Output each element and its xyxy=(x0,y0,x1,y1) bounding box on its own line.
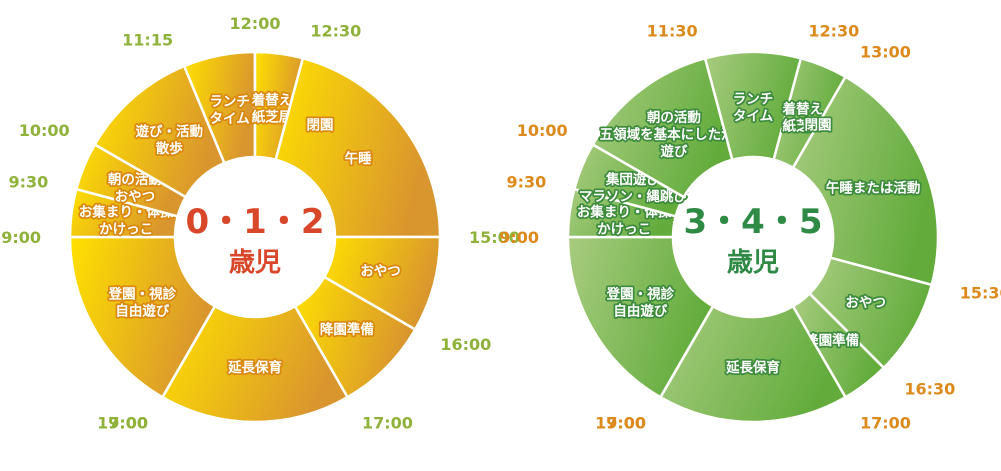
schedule-wheel-3-4-5: 登園・視診自由遊びお集まり・体操かけっこ集団遊びマラソン・縄跳び朝の活動五領域を… xyxy=(499,21,1001,432)
segment-label: 登園・視診 xyxy=(108,286,177,303)
segment-label: ランチ xyxy=(209,94,250,110)
time-label: 11:30 xyxy=(647,21,698,40)
segment-label: タイム xyxy=(733,109,773,125)
time-label: 7:00 xyxy=(108,413,148,432)
segment-label: 遊び xyxy=(660,143,687,160)
time-label: 7:00 xyxy=(606,413,646,432)
time-label: 12:00 xyxy=(230,14,281,33)
segment-label: 朝の活動 xyxy=(647,109,701,126)
time-label: 10:00 xyxy=(517,121,568,140)
segment-label: タイム xyxy=(210,111,250,127)
segment-label: 閉園 xyxy=(805,117,832,133)
time-label: 11:15 xyxy=(122,30,173,49)
segment-label: 紙芝居 xyxy=(252,109,293,126)
schedule-segment xyxy=(160,304,350,424)
segment-label: おやつ xyxy=(360,264,401,280)
segment-label: 登園・視診 xyxy=(606,286,675,303)
segment-label: かけっこ xyxy=(99,222,153,238)
segment-label: おやつ xyxy=(845,295,886,311)
center-subtitle: 歳児 xyxy=(229,248,281,278)
segment-label: 午睡 xyxy=(345,150,372,167)
segment-label: 着替え xyxy=(251,92,293,109)
segment-label: 閉園 xyxy=(307,117,334,133)
time-label: 19:00 xyxy=(595,413,646,432)
segment-label: 延長保育 xyxy=(725,359,780,376)
segment-label: ランチ xyxy=(733,92,774,108)
time-label: 15:30 xyxy=(960,283,1001,302)
segment-label: 午睡または活動 xyxy=(826,179,921,196)
segment-label: 降園準備 xyxy=(805,332,859,349)
center-subtitle: 歳児 xyxy=(727,248,779,278)
segment-label: 自由遊び xyxy=(115,303,169,320)
time-label: 13:00 xyxy=(860,43,911,62)
segment-label: 降園準備 xyxy=(320,321,374,338)
schedule-wheel-0-1-2: 登園・視診自由遊びお集まり・体操かけっこ朝の活動おやつ遊び・活動散歩ランチタイム… xyxy=(1,14,520,432)
time-label: 9:00 xyxy=(499,228,539,247)
schedule-segment xyxy=(274,56,442,239)
time-label: 16:00 xyxy=(440,335,491,354)
time-label: 19:00 xyxy=(97,413,148,432)
segment-label: 延長保育 xyxy=(227,359,282,376)
time-label: 15:00 xyxy=(469,228,520,247)
segment-label: 着替え xyxy=(781,100,823,117)
time-label: 9:00 xyxy=(1,228,41,247)
schedule-segment xyxy=(68,235,217,399)
center-title: 0・1・2 xyxy=(186,202,325,242)
time-label: 16:30 xyxy=(904,379,955,398)
schedule-segment xyxy=(791,75,940,287)
segment-label: マラソン・縄跳び xyxy=(579,188,687,205)
time-label: 17:00 xyxy=(362,413,413,432)
time-label: 10:00 xyxy=(19,121,70,140)
schedule-segment xyxy=(566,235,715,399)
time-label: 12:30 xyxy=(310,21,361,40)
center-title: 3・4・5 xyxy=(684,202,823,242)
schedule-segment xyxy=(658,304,848,424)
time-label: 9:30 xyxy=(506,173,546,192)
segment-label: かけっこ xyxy=(597,222,651,238)
segment-label: 五領域を基本にした活動 xyxy=(600,126,749,143)
segment-label: 散歩 xyxy=(156,140,183,157)
time-label: 17:00 xyxy=(860,413,911,432)
segment-label: 自由遊び xyxy=(613,303,667,320)
time-label: 12:30 xyxy=(808,21,859,40)
time-label: 9:30 xyxy=(8,173,48,192)
segment-label: 遊び・活動 xyxy=(136,123,204,140)
segment-label: おやつ xyxy=(115,189,156,205)
